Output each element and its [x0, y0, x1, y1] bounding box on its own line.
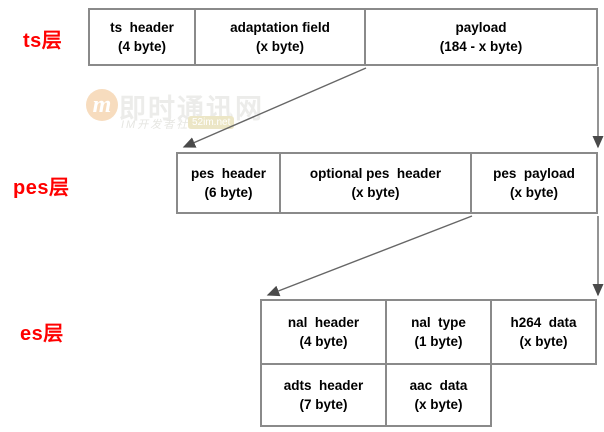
box-title: pes header	[190, 166, 267, 181]
arrow-pes-to-nal-header	[266, 215, 473, 297]
box-optional-pes-header: optional pes header (x byte)	[279, 152, 472, 214]
box-title: adts header	[283, 378, 364, 393]
es-layer-row-video: nal header (4 byte) nal type (1 byte) h2…	[260, 299, 597, 365]
box-ts-header: ts header (4 byte)	[88, 8, 196, 66]
box-title: nal type	[411, 315, 466, 330]
ts-layer-label: ts层	[23, 30, 63, 52]
box-size: (1 byte)	[414, 334, 463, 349]
box-nal-header: nal header (4 byte)	[260, 299, 387, 365]
box-title: h264 data	[510, 315, 577, 330]
box-title: ts header	[110, 20, 174, 35]
watermark-domain-badge: 52im.net	[188, 116, 235, 129]
box-payload: payload (184 - x byte)	[364, 8, 598, 66]
box-title: aac data	[409, 378, 468, 393]
box-size: (184 - x byte)	[439, 39, 523, 54]
box-h264-data: h264 data (x byte)	[490, 299, 597, 365]
box-size: (x byte)	[509, 185, 558, 200]
box-adts-header: adts header (7 byte)	[260, 363, 387, 427]
box-size: (4 byte)	[299, 334, 348, 349]
box-title: optional pes header	[309, 166, 442, 181]
pes-layer-row: pes header (6 byte) optional pes header …	[176, 152, 598, 214]
box-title: adaptation field	[230, 20, 330, 35]
pes-layer-label: pes层	[13, 177, 70, 199]
box-pes-payload: pes payload (x byte)	[470, 152, 598, 214]
box-size: (7 byte)	[299, 397, 348, 412]
box-aac-data: aac data (x byte)	[385, 363, 492, 427]
box-size: (6 byte)	[204, 185, 253, 200]
box-nal-type: nal type (1 byte)	[385, 299, 492, 365]
box-title: nal header	[287, 315, 360, 330]
box-title: payload	[455, 20, 507, 35]
box-size: (x byte)	[519, 334, 568, 349]
ts-layer-row: ts header (4 byte) adaptation field (x b…	[88, 8, 598, 66]
es-layer-label: es层	[20, 323, 64, 345]
box-size: (x byte)	[351, 185, 400, 200]
box-title: pes payload	[493, 166, 575, 181]
watermark-logo-icon: m	[86, 89, 118, 121]
box-adaptation-field: adaptation field (x byte)	[194, 8, 366, 66]
es-layer-row-audio: adts header (7 byte) aac data (x byte)	[260, 363, 492, 427]
box-pes-header: pes header (6 byte)	[176, 152, 281, 214]
watermark-tagline: IM开发者社区	[121, 119, 203, 131]
box-size: (4 byte)	[117, 39, 166, 54]
box-size: (x byte)	[255, 39, 304, 54]
box-size: (x byte)	[414, 397, 463, 412]
